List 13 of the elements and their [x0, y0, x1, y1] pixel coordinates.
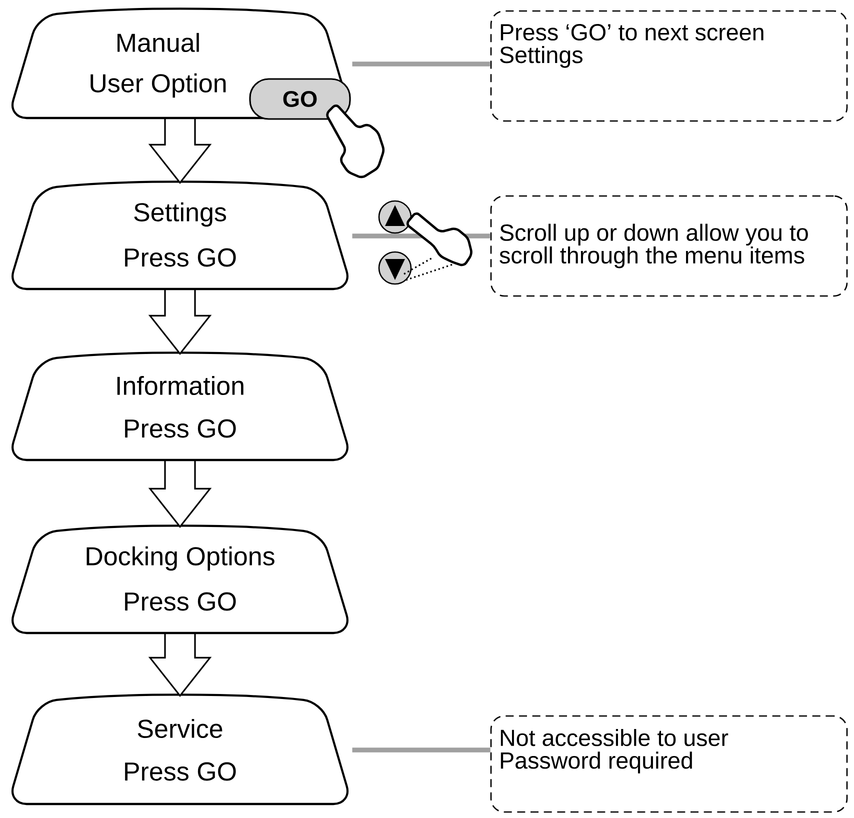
block-arrow — [148, 117, 212, 184]
connector-line — [352, 62, 490, 66]
block-arrow — [148, 459, 212, 528]
screen-box: Docking Options Press GO — [12, 524, 348, 634]
screen-box: Information Press GO — [12, 352, 348, 462]
screen-box: Settings Press GO — [12, 180, 348, 290]
block-arrow — [148, 632, 212, 698]
connector-line — [352, 748, 490, 752]
block-arrow — [148, 288, 212, 356]
note-box: Press ‘GO’ to next screen Settings — [490, 10, 848, 122]
screen-box: Service Press GO — [11, 694, 349, 806]
note-box: Not accessible to user Password required — [490, 715, 848, 813]
note-box: Scroll up or down allow you to scroll through the menu items — [490, 195, 848, 297]
